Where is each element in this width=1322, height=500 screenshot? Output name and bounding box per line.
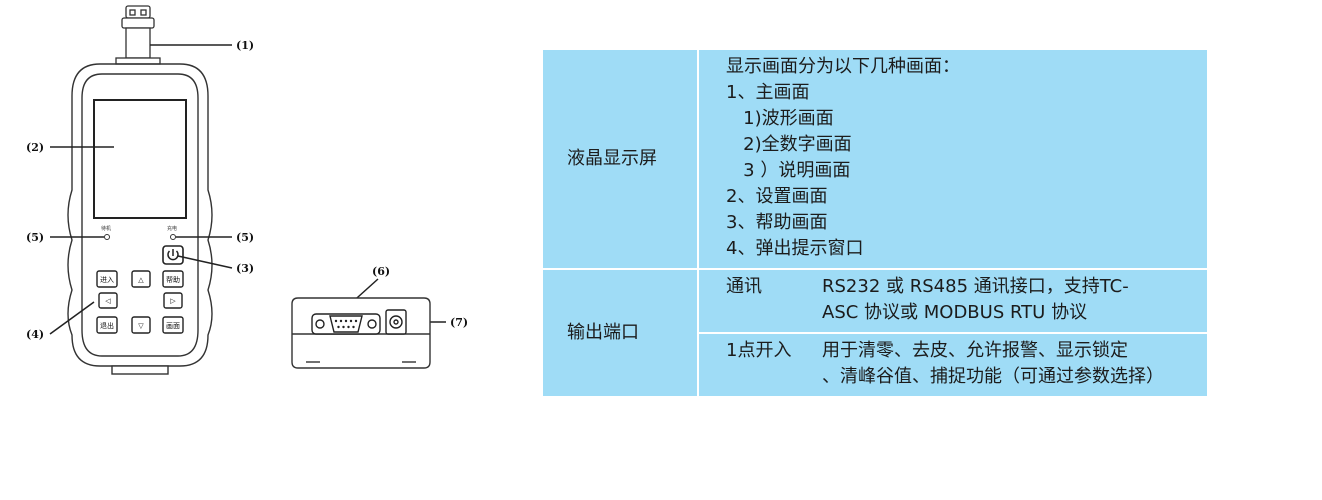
left-button[interactable]: ◁ [98, 292, 118, 309]
charge-led-label: 充电 [167, 225, 177, 232]
serial-port-icon [311, 313, 381, 335]
exit-button[interactable]: 退出 [96, 316, 118, 334]
callout-6: (6) [372, 265, 390, 278]
category-lcd: 液晶显示屏 [541, 48, 699, 270]
table-row-output: 输出端口 通讯 RS232 或 RS485 通讯接口，支持TC- ASC 协议或… [541, 268, 1209, 398]
right-button[interactable]: ▷ [163, 292, 183, 309]
device-body [67, 63, 213, 375]
table-row-lcd: 液晶显示屏 显示画面分为以下几种画面： 1、主画面 1)波形画面 2)全数字画面… [541, 48, 1209, 270]
charge-led: 充电 [167, 225, 177, 240]
dc-jack-icon [385, 309, 407, 335]
comm-label: 通讯 [726, 276, 762, 297]
help-button[interactable]: 帮助 [162, 270, 184, 288]
lcd-line: 2)全数字画面 [726, 134, 852, 155]
input-label: 1点开入 [726, 340, 792, 361]
keypad: 进入 △ 帮助 ◁ ▷ 退出 ▽ 画面 [96, 270, 184, 334]
device-diagram: 待机 充电 进入 △ 帮助 ◁ ▷ [26, 5, 468, 375]
callout-7: (7) [450, 316, 468, 329]
callout-4: (4) [26, 328, 44, 341]
standby-led-label: 待机 [101, 225, 111, 232]
lcd-line: 1、主画面 [726, 82, 810, 103]
callout-5-right: (5) [236, 231, 254, 244]
lcd-line: 3 ）说明画面 [726, 160, 851, 181]
callout-5-left: (5) [26, 231, 44, 244]
comm-text: RS232 或 RS485 通讯接口，支持TC- ASC 协议或 MODBUS … [822, 276, 1129, 323]
callout-2: (2) [26, 141, 44, 154]
right-arrow-icon: ▷ [170, 297, 176, 305]
spec-table: 液晶显示屏 显示画面分为以下几种画面： 1、主画面 1)波形画面 2)全数字画面… [541, 48, 1209, 398]
comm-cell: 通讯 RS232 或 RS485 通讯接口，支持TC- ASC 协议或 MODB… [697, 268, 1209, 334]
lcd-screen [93, 99, 187, 219]
table-row-input: 1点开入 用于清零、去皮、允许报警、显示锁定 、清峰谷值、捕捉功能（可通过参数选… [542, 332, 1209, 398]
category-output: 输出端口 [541, 268, 699, 398]
exit-button-label: 退出 [100, 321, 114, 330]
lcd-line: 3、帮助画面 [726, 212, 828, 233]
probe-connector [115, 5, 161, 65]
input-cell: 1点开入 用于清零、去皮、允许报警、显示锁定 、清峰谷值、捕捉功能（可通过参数选… [697, 332, 1209, 398]
power-icon [167, 249, 179, 261]
screen-button-label: 画面 [166, 322, 180, 330]
up-arrow-icon: △ [138, 276, 144, 284]
up-button[interactable]: △ [131, 270, 151, 288]
power-button[interactable] [162, 245, 184, 265]
lcd-line: 2、设置画面 [726, 186, 828, 207]
enter-button-label: 进入 [100, 276, 114, 284]
enter-button[interactable]: 进入 [96, 270, 118, 288]
lcd-line: 4、弹出提示窗口 [726, 238, 864, 259]
down-arrow-icon: ▽ [138, 322, 144, 330]
lcd-line: 1)波形画面 [726, 108, 834, 129]
input-text: 用于清零、去皮、允许报警、显示锁定 、清峰谷值、捕捉功能（可通过参数选择） [822, 340, 1164, 387]
callout-3: (3) [236, 262, 254, 275]
standby-led: 待机 [101, 225, 111, 240]
screen-button[interactable]: 画面 [162, 316, 184, 334]
down-button[interactable]: ▽ [131, 316, 151, 334]
lcd-description: 显示画面分为以下几种画面： 1、主画面 1)波形画面 2)全数字画面 3 ）说明… [697, 48, 1209, 270]
callouts: (1) (2) (3) (4) (5) (5) (6) (7) [26, 39, 468, 341]
left-arrow-icon: ◁ [105, 297, 111, 305]
help-button-label: 帮助 [166, 275, 180, 284]
callout-1: (1) [236, 39, 254, 52]
lcd-line: 显示画面分为以下几种画面： [726, 56, 960, 77]
